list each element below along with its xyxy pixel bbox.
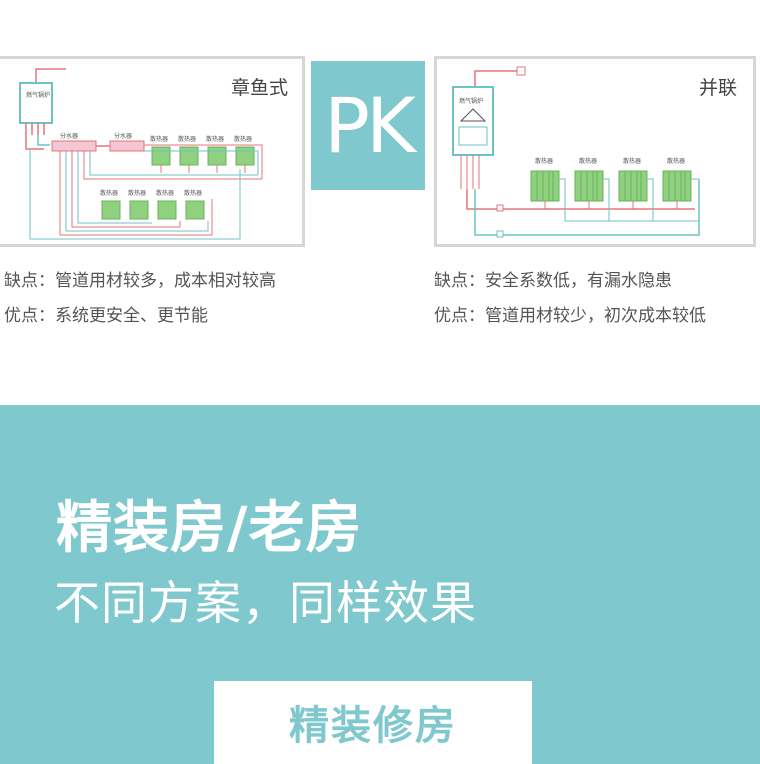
parallel-system-panel: 燃气锅炉 散热器 散热器 散热器 散热器 并联	[434, 56, 756, 247]
boiler-label: 燃气锅炉	[26, 91, 50, 99]
manifold-1-label: 分水器	[60, 132, 78, 140]
svg-text:散热器: 散热器	[156, 189, 174, 197]
svg-text:散热器: 散热器	[206, 135, 224, 143]
octopus-pros: 优点：系统更安全、更节能	[4, 306, 208, 326]
svg-text:散热器: 散热器	[579, 157, 597, 165]
octopus-system-panel: 燃气锅炉 分水器 分水器 散热器 散热器 散热器 散热器 散热器	[0, 56, 305, 247]
parallel-system-diagram: 燃气锅炉 散热器 散热器 散热器 散热器	[452, 66, 700, 238]
manifold-2-label: 分水器	[114, 132, 132, 140]
octopus-title: 章鱼式	[230, 77, 288, 99]
renovated-house-button[interactable]: 精装修房	[214, 681, 532, 764]
upper-radiator-row: 散热器 散热器 散热器 散热器	[150, 135, 255, 166]
svg-text:散热器: 散热器	[178, 135, 196, 143]
svg-text:散热器: 散热器	[623, 157, 641, 165]
manifold-1	[51, 140, 97, 152]
parallel-cons: 缺点：安全系数低，有漏水隐患	[434, 271, 672, 291]
svg-text:散热器: 散热器	[128, 189, 146, 197]
boiler-label: 燃气锅炉	[459, 97, 483, 105]
boiler-shape	[19, 82, 53, 124]
promo-band: 精装房/老房 不同方案，同样效果 精装修房	[0, 405, 760, 764]
svg-text:散热器: 散热器	[234, 135, 252, 143]
svg-text:散热器: 散热器	[535, 157, 553, 165]
promo-subtitle: 不同方案，同样效果	[54, 576, 477, 630]
lower-radiator-row: 散热器 散热器 散热器 散热器	[100, 189, 205, 220]
svg-text:散热器: 散热器	[184, 189, 202, 197]
octopus-cons: 缺点：管道用材较多，成本相对较高	[4, 271, 276, 291]
parallel-pros: 优点：管道用材较少，初次成本较低	[434, 306, 706, 326]
svg-text:散热器: 散热器	[150, 135, 168, 143]
radiator-row: 散热器 散热器 散热器 散热器	[530, 157, 692, 202]
parallel-title: 并联	[698, 77, 737, 99]
promo-title: 精装房/老房	[56, 496, 363, 561]
pk-badge: PK	[311, 61, 425, 190]
octopus-system-diagram: 燃气锅炉 分水器 分水器 散热器 散热器 散热器 散热器 散热器	[19, 68, 263, 240]
svg-text:散热器: 散热器	[667, 157, 685, 165]
svg-text:散热器: 散热器	[100, 189, 118, 197]
manifold-2	[109, 140, 145, 152]
